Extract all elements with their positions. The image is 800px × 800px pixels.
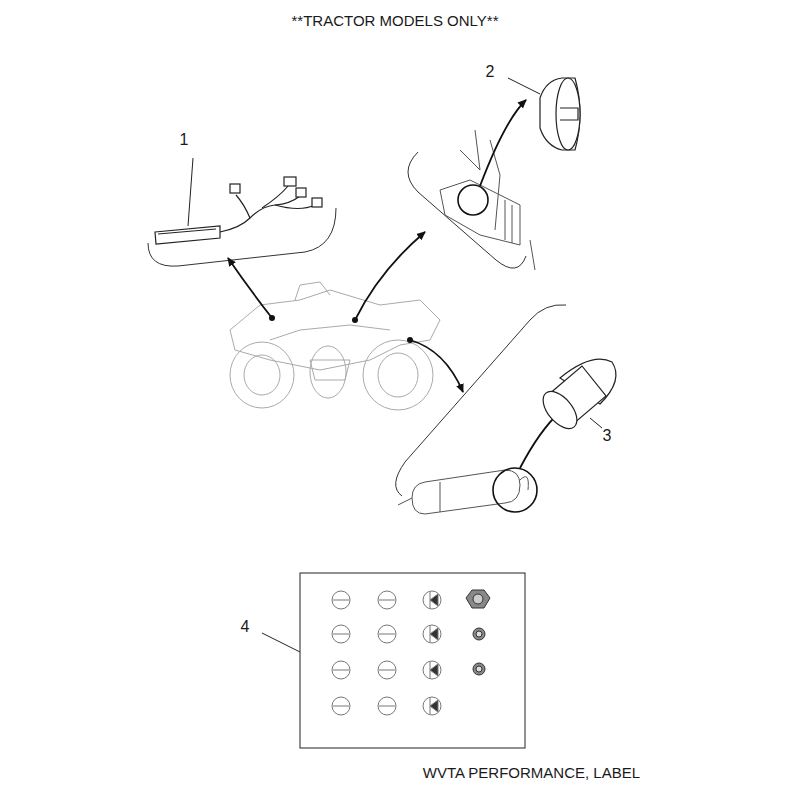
label-sheet: [300, 573, 525, 748]
atv-outline: [230, 282, 440, 410]
muffler: [398, 470, 528, 514]
wire-harness: [155, 177, 322, 244]
label-symbols: [332, 590, 490, 715]
cap-part: [540, 78, 580, 150]
callout-number: 3: [603, 427, 612, 445]
callout-number: 2: [486, 63, 495, 81]
diagram-caption: WVTA PERFORMANCE, LABEL: [423, 764, 640, 781]
callout-number: 4: [241, 618, 250, 636]
plug-part: [537, 359, 616, 434]
bracket-detail: [440, 130, 535, 270]
callout-number: 1: [180, 131, 189, 149]
diagram-title: **TRACTOR MODELS ONLY**: [292, 12, 499, 29]
